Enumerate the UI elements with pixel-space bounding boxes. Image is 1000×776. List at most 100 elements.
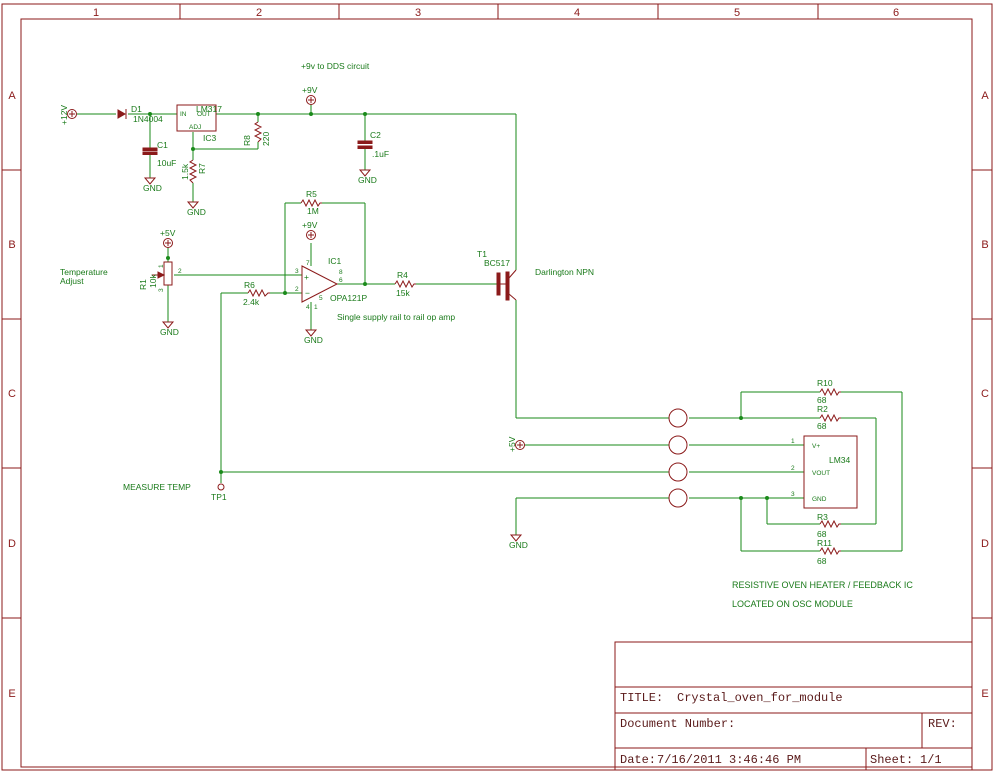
t1-value: BC517: [484, 258, 510, 268]
resistor-r6: R6 2.4k: [243, 280, 270, 307]
darlington-note: Darlington NPN: [535, 267, 594, 277]
row-label: D: [981, 538, 989, 550]
row-label: B: [981, 239, 988, 251]
opamp-pin4: 4: [306, 304, 310, 311]
column-label: 1: [93, 7, 99, 19]
lm34-pin-gnd: GND: [812, 496, 827, 503]
row-label: B: [8, 239, 15, 251]
column-label: 3: [415, 7, 421, 19]
ic3-value: LM317: [196, 104, 222, 114]
ground-label: GND: [143, 183, 162, 193]
power-9v-label: +9V: [302, 85, 318, 95]
annotations: +9v to DDS circuit Temperature Adjust Da…: [60, 61, 913, 609]
power-12v: +12V: [59, 105, 77, 125]
capacitor-c1: C1 10uF: [142, 140, 176, 168]
r4-value: 15k: [396, 288, 410, 298]
r7-value: 1.5k: [180, 163, 190, 180]
junctions: [148, 112, 769, 500]
sheet-label: Sheet:: [870, 753, 913, 767]
opamp-pin6: 6: [339, 277, 343, 284]
ground-label: GND: [358, 175, 377, 185]
date-label: Date:: [620, 753, 656, 767]
ground-c1: GND: [143, 177, 162, 193]
connector-pad: [668, 408, 688, 428]
lm34-pin3-number: 3: [791, 491, 795, 498]
resistor-r8: R8 220: [242, 121, 271, 146]
ground-c2: GND: [358, 169, 377, 185]
ic3-pin-in: IN: [180, 111, 187, 118]
r11-name: R11: [817, 538, 832, 548]
r8-value: 220: [261, 132, 271, 146]
date-value: 7/16/2011 3:46:46 PM: [657, 753, 801, 767]
row-label: C: [981, 388, 989, 400]
drawing-frame: 1 2 3 4 5 6 A B C D E A B C D E: [1, 3, 993, 771]
opamp-pin3: 3: [295, 268, 299, 275]
document-number-label: Document Number:: [620, 717, 735, 731]
power-5v-label: +5V: [507, 436, 517, 452]
capacitor-c2: C2 .1uF: [357, 130, 389, 159]
sensor-lm34: V+ VOUT GND LM34 1 2 3: [791, 435, 858, 509]
opamp-ic1: + − IC1 OPA121P 3 2 6 7 8 4 1 5: [295, 256, 368, 311]
c1-value: 10uF: [157, 158, 176, 168]
ic1-name: IC1: [328, 256, 342, 266]
opamp-pin8: 8: [339, 269, 343, 276]
lm34-pin1-number: 1: [791, 438, 795, 445]
ground-opamp: GND: [304, 329, 323, 345]
temp-adjust-note-line1: Temperature: [60, 267, 108, 277]
ground-label: GND: [160, 327, 179, 337]
ground-label: GND: [509, 540, 528, 550]
resistor-r3: R3 68: [817, 512, 841, 539]
revision-label: REV:: [928, 717, 957, 731]
r5-value: 1M: [307, 206, 319, 216]
heater-note-line1: RESISTIVE OVEN HEATER / FEEDBACK IC: [732, 580, 913, 590]
dds-note: +9v to DDS circuit: [301, 61, 370, 71]
resistor-r2: R2 68: [817, 404, 841, 431]
heater-note-line2: LOCATED ON OSC MODULE: [732, 599, 853, 609]
r10-value: 68: [817, 395, 827, 405]
r4-name: R4: [397, 270, 408, 280]
connector-pad: [668, 462, 688, 482]
power-12v-label: +12V: [59, 105, 69, 125]
r11-value: 68: [817, 556, 827, 566]
row-label: E: [8, 688, 15, 700]
potentiometer-r1: R1 10k 1 2 3: [138, 261, 182, 292]
power-9v-label: +9V: [302, 220, 318, 230]
ic3-pin-out: OUT: [197, 111, 211, 118]
ic1-value: OPA121P: [330, 293, 368, 303]
d1-name: D1: [131, 104, 142, 114]
power-9v-top: +9V: [302, 85, 318, 105]
opamp-pin7: 7: [306, 260, 310, 267]
temp-adjust-note-line2: Adjust: [60, 276, 84, 286]
heater-connectors: [668, 408, 688, 508]
test-point-tp1: TP1: [211, 483, 227, 502]
ground-pot: GND: [160, 321, 179, 337]
r7-name: R7: [197, 163, 207, 174]
r6-value: 2.4k: [243, 297, 260, 307]
row-label: D: [8, 538, 16, 550]
resistor-r5: R5 1M: [300, 189, 322, 216]
opamp-plus: +: [304, 272, 309, 282]
power-5v-label: +5V: [160, 228, 176, 238]
sheet-value: 1/1: [920, 753, 942, 767]
opamp-pin2: 2: [295, 286, 299, 293]
measure-temp-note: MEASURE TEMP: [123, 482, 191, 492]
row-label: E: [981, 688, 988, 700]
row-label: C: [8, 388, 16, 400]
power-5v-pot: +5V: [160, 228, 176, 248]
ground-r7: GND: [186, 201, 206, 217]
power-9v-opamp: +9V: [302, 220, 318, 240]
r1-pin2: 2: [178, 268, 182, 275]
lm34-pin-v: V+: [812, 443, 820, 450]
r6-name: R6: [244, 280, 255, 290]
ic3-name: IC3: [203, 133, 217, 143]
r1-pin1: 1: [158, 264, 165, 268]
power-5v-sensor: +5V: [507, 436, 525, 452]
row-label: A: [981, 90, 989, 102]
opamp-pin5: 5: [319, 295, 323, 302]
opamp-pin1: 1: [314, 304, 318, 311]
diode-d1: D1 1N4004: [117, 104, 163, 124]
column-label: 2: [256, 7, 262, 19]
r10-name: R10: [817, 378, 833, 388]
resistor-r10: R10 68: [817, 378, 841, 405]
r1-pin3: 3: [158, 288, 165, 292]
